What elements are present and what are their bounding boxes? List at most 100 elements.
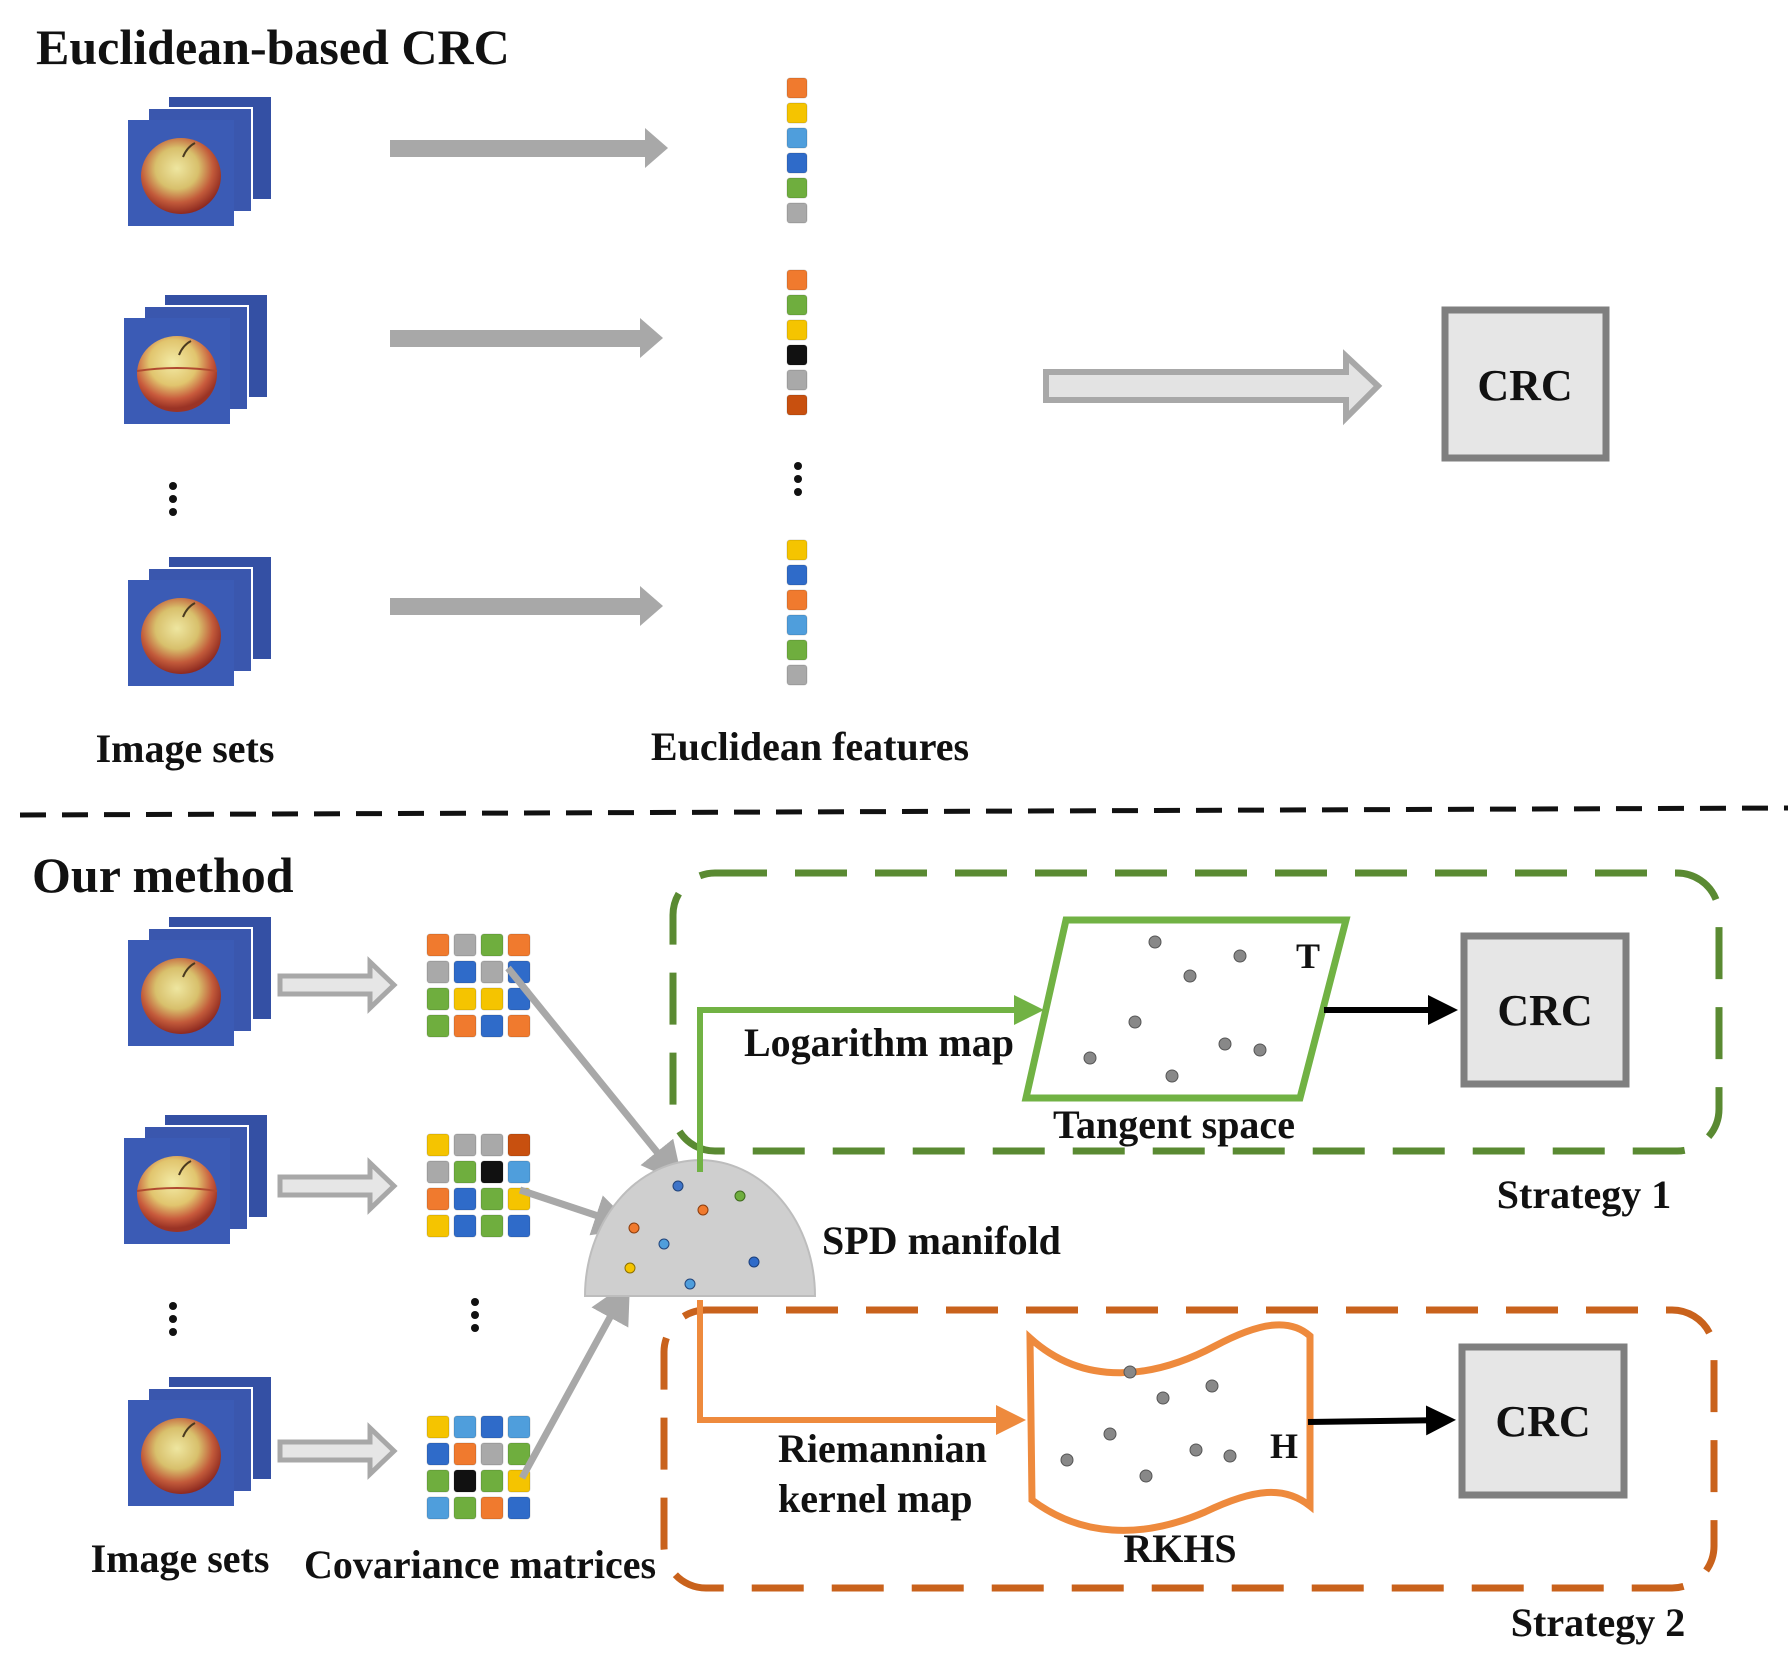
matrix-cell <box>453 1014 477 1038</box>
feature-cell <box>786 394 808 416</box>
matrix-cell <box>426 933 450 957</box>
matrix-cell <box>426 1160 450 1184</box>
top-arrow-2 <box>390 318 663 358</box>
feature-cell <box>786 589 808 611</box>
vertical-ellipsis-icon <box>471 1298 479 1332</box>
feature-cell <box>786 344 808 366</box>
feature-cell <box>786 77 808 99</box>
matrix-cell <box>480 1214 504 1238</box>
apple-image-stack-icon <box>124 1113 269 1244</box>
matrix-cell <box>480 1469 504 1493</box>
bottom-image-sets <box>124 915 273 1506</box>
spd-manifold <box>583 1159 817 1297</box>
kernel-map-label-line1: Riemannian <box>778 1426 987 1471</box>
apple-image-stack-icon <box>128 555 273 686</box>
covariance-matrix-2 <box>426 1133 531 1238</box>
matrix-cell <box>426 1014 450 1038</box>
cov-to-manifold-arrow-3 <box>518 1280 631 1480</box>
feature-cell <box>786 177 808 199</box>
covariance-matrix-1 <box>426 933 531 1038</box>
matrix-cell <box>480 933 504 957</box>
bottom-arrow-2 <box>277 1157 398 1215</box>
top-crc-box: CRC <box>1441 306 1610 462</box>
strategy1-crc-box: CRC <box>1460 932 1630 1088</box>
spd-manifold-label: SPD manifold <box>822 1218 1061 1263</box>
feature-cell <box>786 294 808 316</box>
feature-cell <box>786 539 808 561</box>
vertical-ellipsis-icon <box>169 482 177 516</box>
apple-image-stack-icon <box>128 915 273 1046</box>
strategy2-box <box>660 1306 1718 1592</box>
top-image-sets <box>124 95 273 686</box>
matrix-cell <box>426 1187 450 1211</box>
strategy2-crc-label: CRC <box>1495 1397 1590 1446</box>
apple-image-stack-icon <box>128 1375 273 1506</box>
matrix-cell <box>426 1469 450 1493</box>
matrix-cell <box>480 1133 504 1157</box>
matrix-cell <box>480 1415 504 1439</box>
feature-cell <box>786 564 808 586</box>
matrix-cell <box>507 1442 531 1466</box>
feature-cell <box>786 369 808 391</box>
matrix-cell <box>480 1160 504 1184</box>
riemannian-kernel-map-arrow <box>697 1300 1026 1435</box>
matrix-cell <box>426 1415 450 1439</box>
matrix-cell <box>507 1014 531 1038</box>
matrix-cell <box>507 1133 531 1157</box>
bottom-arrow-3 <box>277 1422 398 1480</box>
top-image-sets-label: Image sets <box>96 726 275 771</box>
vertical-ellipsis-icon <box>169 1302 177 1336</box>
top-arrow-1 <box>390 128 668 168</box>
matrix-cell <box>426 1496 450 1520</box>
matrix-cell <box>453 1469 477 1493</box>
rkhs-label: RKHS <box>1123 1526 1236 1571</box>
matrix-cell <box>453 960 477 984</box>
bottom-title: Our method <box>32 847 294 903</box>
kernel-map-label-line2: kernel map <box>778 1476 972 1521</box>
matrix-cell <box>426 960 450 984</box>
matrix-cell <box>507 1214 531 1238</box>
rkhs-symbol: H <box>1270 1426 1298 1466</box>
rkhs-space <box>1026 1321 1314 1534</box>
matrix-cell <box>480 960 504 984</box>
matrix-cell <box>480 1442 504 1466</box>
logarithm-map-label: Logarithm map <box>744 1020 1014 1065</box>
matrix-cell <box>507 933 531 957</box>
feature-cell <box>786 102 808 124</box>
matrix-cell <box>453 1160 477 1184</box>
feature-vector-2 <box>786 269 808 416</box>
bottom-arrow-1 <box>277 956 398 1014</box>
top-big-arrow <box>1043 349 1383 426</box>
matrix-cell <box>453 1496 477 1520</box>
matrix-cell <box>426 1133 450 1157</box>
matrix-cell <box>426 1442 450 1466</box>
matrix-cell <box>480 987 504 1011</box>
covariance-matrices <box>426 933 531 1520</box>
cov-to-manifold-arrow-1 <box>505 965 684 1185</box>
matrix-cell <box>480 1014 504 1038</box>
strategy1-box <box>669 869 1723 1155</box>
matrix-cell <box>426 987 450 1011</box>
apple-image-stack-icon <box>128 95 273 226</box>
rkhs-to-crc-arrow <box>1307 1405 1456 1436</box>
matrix-cell <box>453 933 477 957</box>
feature-cell <box>786 319 808 341</box>
feature-vector-3 <box>786 539 808 686</box>
matrix-cell <box>507 1496 531 1520</box>
covariance-matrix-3 <box>426 1415 531 1520</box>
euclidean-features-label: Euclidean features <box>651 724 969 769</box>
feature-vector-1 <box>786 77 808 224</box>
top-crc-label: CRC <box>1477 361 1572 410</box>
matrix-cell <box>453 1214 477 1238</box>
matrix-cell <box>507 1160 531 1184</box>
matrix-cell <box>453 987 477 1011</box>
feature-cell <box>786 152 808 174</box>
bottom-image-sets-label: Image sets <box>91 1536 270 1581</box>
strategy2-label: Strategy 2 <box>1511 1600 1685 1645</box>
strategy1-label: Strategy 1 <box>1497 1172 1671 1217</box>
covariance-matrices-label: Covariance matrices <box>304 1542 656 1587</box>
matrix-cell <box>507 1415 531 1439</box>
top-title: Euclidean-based CRC <box>36 19 510 75</box>
feature-cell <box>786 664 808 686</box>
